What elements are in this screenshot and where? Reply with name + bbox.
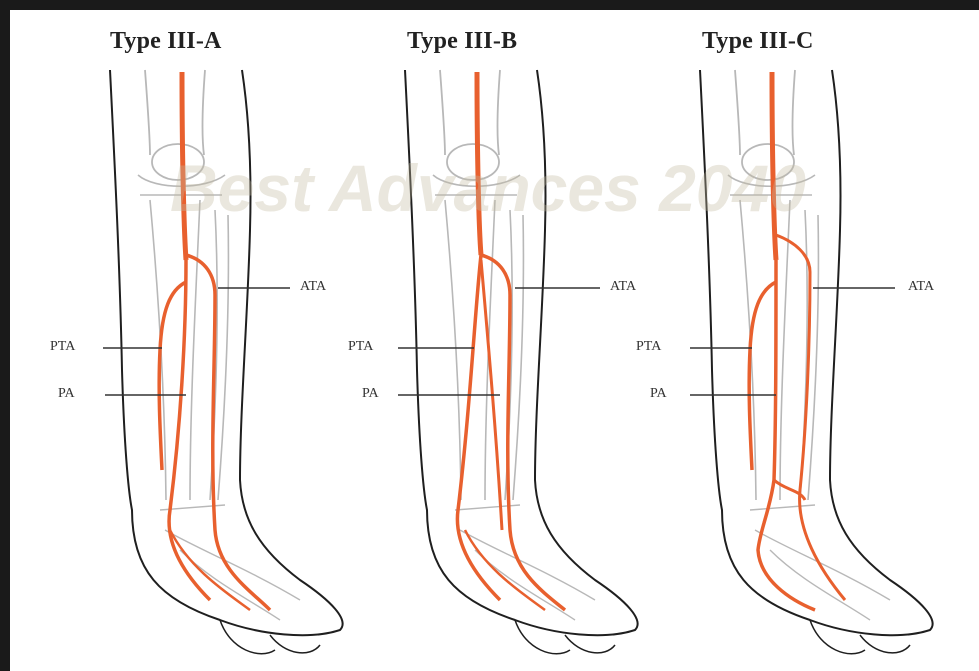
label-ata-b: ATA bbox=[610, 279, 636, 295]
panel-title-b: Type III-B bbox=[407, 28, 517, 55]
label-pa-a: PA bbox=[58, 386, 75, 402]
leg-panel-b bbox=[398, 70, 638, 654]
leg-panel-c bbox=[690, 70, 933, 654]
label-ata-c: ATA bbox=[908, 279, 934, 295]
artery-pa-a bbox=[169, 260, 210, 600]
panel-title-c: Type III-C bbox=[702, 28, 814, 55]
label-pta-c: PTA bbox=[636, 339, 661, 355]
label-pta-b: PTA bbox=[348, 339, 373, 355]
artery-main-b bbox=[477, 72, 481, 255]
panel-title-a: Type III-A bbox=[110, 28, 222, 55]
artery-main-a bbox=[182, 72, 186, 260]
artery-pta-c bbox=[749, 282, 776, 470]
artery-main-c bbox=[772, 72, 776, 260]
label-ata-a: ATA bbox=[300, 279, 326, 295]
label-pta-a: PTA bbox=[50, 339, 75, 355]
figure-frame: Best Advances 2040 Type III-A Type III-B… bbox=[10, 10, 979, 671]
leg-diagrams bbox=[10, 10, 979, 671]
leg-panel-a bbox=[103, 70, 343, 654]
label-pa-c: PA bbox=[650, 386, 667, 402]
label-pa-b: PA bbox=[362, 386, 379, 402]
